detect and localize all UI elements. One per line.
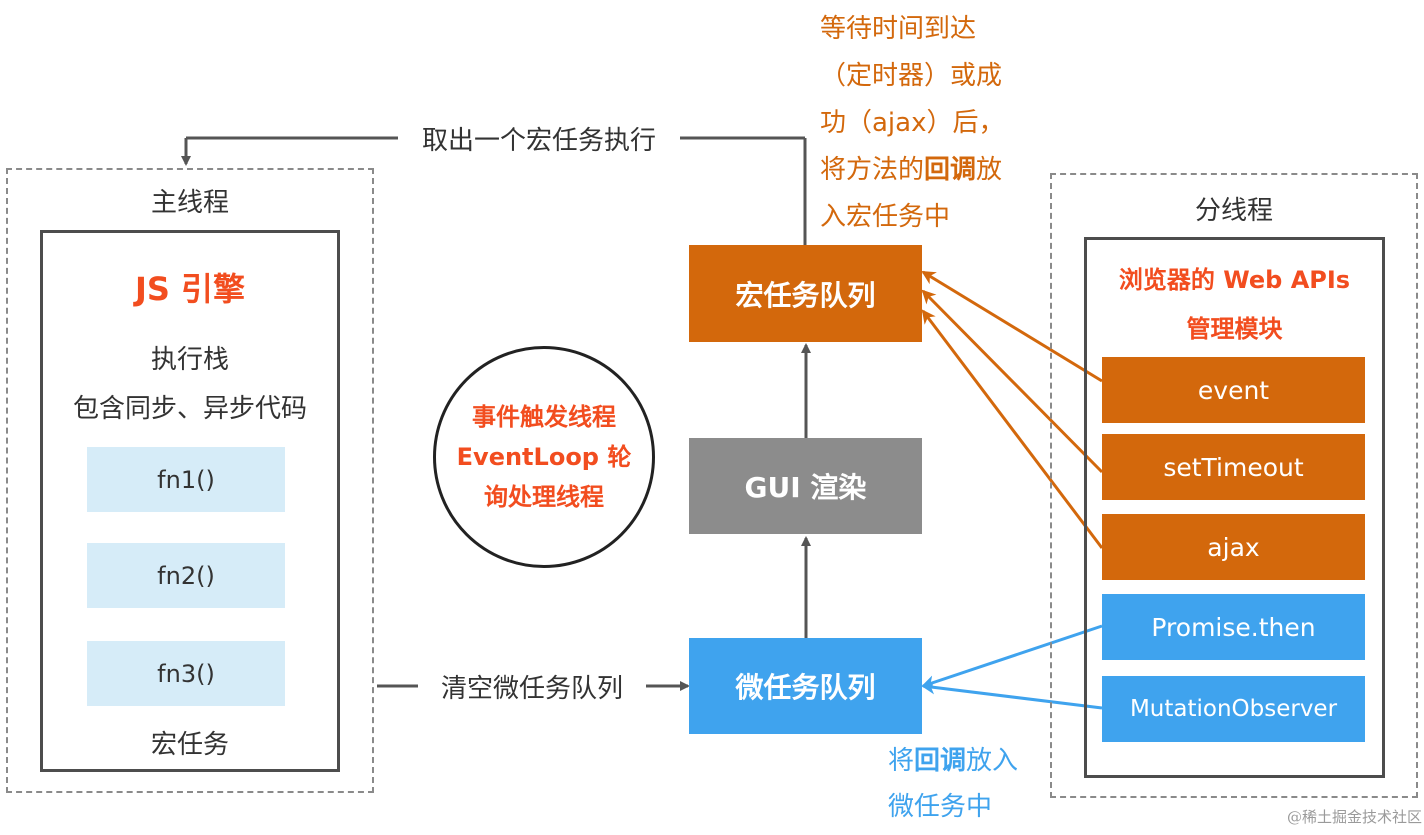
macro-callback-note: 等待时间到达 （定时器）或成 功（ajax）后， 将方法的回调放 入宏任务中 bbox=[820, 6, 1030, 241]
event-loop-line1: 事件触发线程 bbox=[472, 403, 616, 431]
js-engine-title: JS 引擎 bbox=[134, 270, 246, 308]
macro-note-line2: （定时器）或成 bbox=[820, 61, 1003, 91]
api-ajax: ajax bbox=[1102, 514, 1365, 580]
ajax-callback-arrow bbox=[921, 309, 1104, 549]
web-apis-box bbox=[1084, 237, 1385, 778]
macro-note-line5: 入宏任务中 bbox=[820, 202, 951, 232]
take-macro-label: 取出一个宏任务执行 bbox=[421, 125, 656, 156]
api-promise-then: Promise.then bbox=[1102, 594, 1365, 660]
take-macro-arrow bbox=[181, 136, 807, 245]
sub-thread-title: 分线程 bbox=[1194, 195, 1273, 226]
web-apis-title: 浏览器的 Web APIs bbox=[1118, 265, 1351, 294]
stack-frame-fn1: fn1() bbox=[87, 447, 285, 512]
event-loop-circle: 事件触发线程 EventLoop 轮 询处理线程 bbox=[433, 346, 655, 568]
settimeout-callback-arrow bbox=[921, 289, 1104, 474]
macro-note-line3: 功（ajax）后， bbox=[820, 108, 1005, 138]
event-loop-line3: 询处理线程 bbox=[484, 483, 604, 511]
macro-note-line4: 将方法的回调放 bbox=[820, 155, 1003, 185]
promise-callback-arrow bbox=[921, 624, 1103, 689]
micro-callback-note: 将回调放入 微任务中 bbox=[888, 738, 1038, 830]
macro-task-label: 宏任务 bbox=[150, 729, 229, 760]
event-loop-line2: EventLoop 轮 bbox=[456, 443, 632, 471]
stack-frame-fn2: fn2() bbox=[87, 543, 285, 608]
web-apis-subtitle: 管理模块 bbox=[1186, 314, 1283, 343]
api-event: event bbox=[1102, 357, 1365, 423]
macro-note-line1: 等待时间到达 bbox=[820, 14, 977, 44]
event-callback-arrow bbox=[921, 270, 1103, 383]
execution-stack-label: 执行栈 bbox=[150, 344, 229, 375]
stack-description: 包含同步、异步代码 bbox=[72, 393, 307, 424]
main-thread-title: 主线程 bbox=[150, 187, 229, 218]
micro-note-line2: 微任务中 bbox=[888, 792, 993, 822]
main-thread-panel bbox=[6, 168, 374, 793]
sub-thread-panel bbox=[1050, 173, 1418, 798]
mutation-callback-arrow bbox=[921, 680, 1103, 710]
gui-render-box: GUI 渲染 bbox=[689, 438, 922, 534]
watermark: @稀土掘金技术社区 bbox=[1286, 808, 1422, 826]
clear-micro-label: 清空微任务队列 bbox=[440, 673, 623, 704]
stack-frame-fn3: fn3() bbox=[87, 641, 285, 706]
api-settimeout: setTimeout bbox=[1102, 434, 1365, 500]
api-mutation-observer: MutationObserver bbox=[1102, 676, 1365, 742]
js-engine-box bbox=[40, 230, 340, 772]
micro-task-queue: 微任务队列 bbox=[689, 638, 922, 734]
micro-note-line1: 将回调放入 bbox=[888, 746, 1019, 776]
macro-task-queue: 宏任务队列 bbox=[689, 245, 922, 342]
